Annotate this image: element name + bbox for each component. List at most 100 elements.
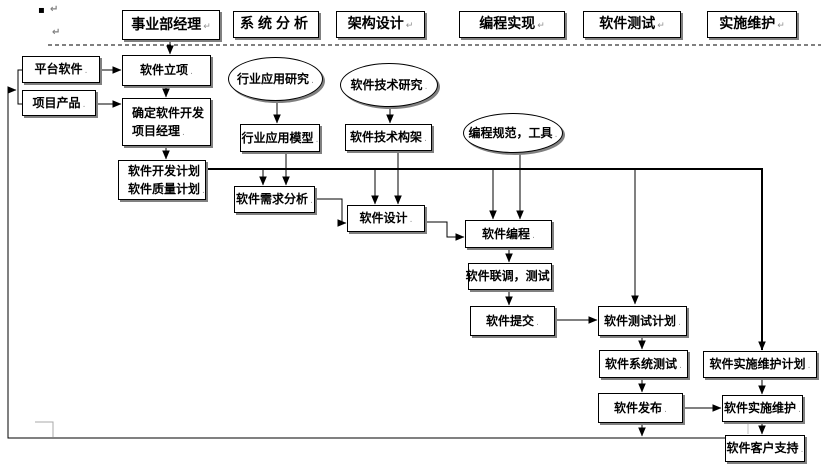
lane-header-maintenance-text: 实施维护: [719, 16, 776, 32]
box-assign-pm-label: 确定软件开发: [132, 104, 204, 122]
conn-left-bracket: [17, 69, 22, 105]
box-implement-maintain: 软件实施维护.: [722, 395, 803, 422]
bullet-square: ▪: [38, 5, 45, 16]
conn-feedback-loop: [7, 86, 725, 439]
lane-header-programming-label: 编程实现↵: [479, 14, 545, 35]
ellipse-tech-research-text: 软件技术研究: [350, 77, 423, 92]
lane-header-architecture-text: 架构设计: [347, 16, 404, 32]
box-implement-maintain-label: 软件实施维护.: [724, 399, 801, 418]
ellipse-industry-research-text: 行业应用研究: [237, 71, 310, 86]
box-tech-architecture-label: 软件技术构架.: [350, 128, 427, 147]
box-project-product-text: 项目产品: [32, 95, 81, 110]
lane-header-maintenance-label: 实施维护↵: [719, 14, 785, 35]
box-platform-software: 平台软件.: [22, 56, 100, 83]
paragraph-mark: .: [311, 75, 314, 86]
conn-plan-main-line: [206, 168, 766, 351]
box-test-plan: 软件测试计划.: [598, 306, 687, 336]
lane-header-testing-text: 软件测试: [599, 16, 656, 32]
box-customer-support-label: 软件客户支持.: [727, 439, 804, 458]
lane-header-programming: 编程实现↵: [459, 11, 565, 38]
box-project-approval-label: 软件立项.: [140, 61, 193, 80]
lane-header-system-analysis-label: 系统分析: [240, 14, 312, 35]
lane-header-maintenance: 实施维护↵: [707, 11, 797, 38]
box-project-product-label: 项目产品.: [33, 94, 86, 113]
paragraph-mark: .: [532, 230, 535, 241]
box-assign-pm: 确定软件开发项目经理.: [122, 98, 211, 146]
lane-header-testing-label: 软件测试↵: [599, 14, 665, 35]
box-industry-app-model-label: 行业应用模型.: [242, 129, 319, 148]
box-industry-app-model-text: 行业应用模型: [241, 130, 314, 145]
ellipse-industry-research-label: 行业应用研究.: [237, 70, 314, 89]
paragraph-mark: ↵: [203, 21, 211, 32]
paragraph-mark: ↵: [405, 21, 414, 31]
conn-gray-elbow-artifact: [35, 421, 54, 437]
box-software-coding-text: 软件编程: [482, 226, 531, 241]
box-system-test-text: 软件系统测试: [605, 356, 678, 371]
box-platform-software-label: 平台软件.: [35, 60, 88, 79]
paragraph-mark: .: [679, 360, 682, 371]
return-mark-1: ↵: [50, 4, 59, 15]
box-software-submit: 软件提交.: [470, 306, 555, 336]
lane-header-system-analysis-text: 系统分析: [240, 16, 312, 32]
box-implement-maintain-text: 软件实施维护: [724, 401, 797, 416]
box-project-product: 项目产品.: [22, 90, 96, 116]
box-assign-pm-text: 确定软件开发: [132, 105, 205, 120]
paragraph-mark: .: [182, 127, 185, 138]
paragraph-mark: .: [807, 361, 811, 372]
box-maintenance-plan: 软件实施维护计划.: [703, 351, 817, 378]
paragraph-mark: .: [424, 81, 428, 92]
paragraph-mark: .: [424, 134, 427, 145]
box-assign-pm-text: 项目经理: [132, 123, 181, 138]
conn-design-to-coding: [425, 221, 465, 241]
box-dev-quality-plan-label: 软件质量计划.: [128, 180, 205, 199]
ellipse-coding-standards-label: 编程规范，工具.: [469, 124, 558, 143]
box-software-coding: 软件编程.: [465, 220, 552, 248]
ellipse-tech-research: 软件技术研究.: [340, 63, 438, 107]
box-project-approval: 软件立项.: [122, 55, 211, 86]
paragraph-mark: .: [310, 196, 313, 207]
box-tech-architecture: 软件技术构架.: [345, 124, 432, 151]
box-software-release-text: 软件发布: [614, 400, 663, 415]
conn-requirement-to-design: [315, 198, 347, 227]
box-dev-quality-plan: 软件开发计划软件质量计划.: [118, 160, 206, 200]
lane-header-architecture: 架构设计↵: [336, 11, 425, 38]
box-industry-app-model: 行业应用模型.: [240, 124, 320, 152]
box-integration-test: 软件联调，测试.: [466, 263, 555, 290]
box-system-test: 软件系统测试.: [599, 350, 688, 378]
lane-header-division-manager: 事业部经理↵: [122, 10, 220, 40]
paragraph-mark: .: [315, 134, 319, 145]
lane-header-system-analysis: 系统分析: [233, 11, 319, 38]
lane-header-programming-text: 编程实现: [479, 16, 536, 32]
paragraph-mark: .: [664, 404, 667, 415]
paragraph-mark: .: [551, 273, 555, 284]
paragraph-mark: ↵: [657, 21, 665, 31]
ellipse-coding-standards-text: 编程规范，工具: [468, 125, 553, 140]
box-maintenance-plan-label: 软件实施维护计划.: [710, 355, 811, 374]
box-requirement-analysis-text: 软件需求分析: [236, 192, 309, 207]
box-software-release-label: 软件发布.: [614, 399, 667, 418]
lane-header-division-manager-label: 事业部经理↵: [131, 15, 211, 36]
box-requirement-analysis-label: 软件需求分析.: [236, 190, 313, 209]
ellipse-coding-standards: 编程规范，工具.: [463, 113, 563, 153]
box-platform-software-text: 平台软件: [34, 62, 83, 77]
ellipse-tech-research-label: 软件技术研究.: [351, 76, 428, 95]
paragraph-mark: .: [202, 185, 205, 196]
paragraph-mark: .: [82, 99, 86, 110]
box-customer-support-text: 软件客户支持: [726, 441, 799, 456]
ellipse-industry-research: 行业应用研究.: [228, 57, 323, 101]
lane-header-division-manager-text: 事业部经理: [131, 16, 202, 33]
connector-lines: [7, 40, 821, 439]
paragraph-mark: ↵: [777, 21, 785, 31]
box-test-plan-label: 软件测试计划.: [604, 312, 681, 331]
box-tech-architecture-text: 软件技术构架: [350, 130, 423, 145]
paragraph-mark: .: [190, 67, 193, 78]
box-system-test-label: 软件系统测试.: [605, 355, 682, 374]
box-requirement-analysis: 软件需求分析.: [234, 186, 315, 213]
box-software-design-text: 软件设计: [359, 211, 408, 226]
box-integration-test-label: 软件联调，测试.: [466, 267, 555, 286]
paragraph-mark: .: [678, 317, 681, 328]
paragraph-mark: .: [554, 129, 558, 140]
lane-header-testing: 软件测试↵: [583, 11, 681, 38]
box-software-submit-text: 软件提交: [486, 313, 535, 328]
